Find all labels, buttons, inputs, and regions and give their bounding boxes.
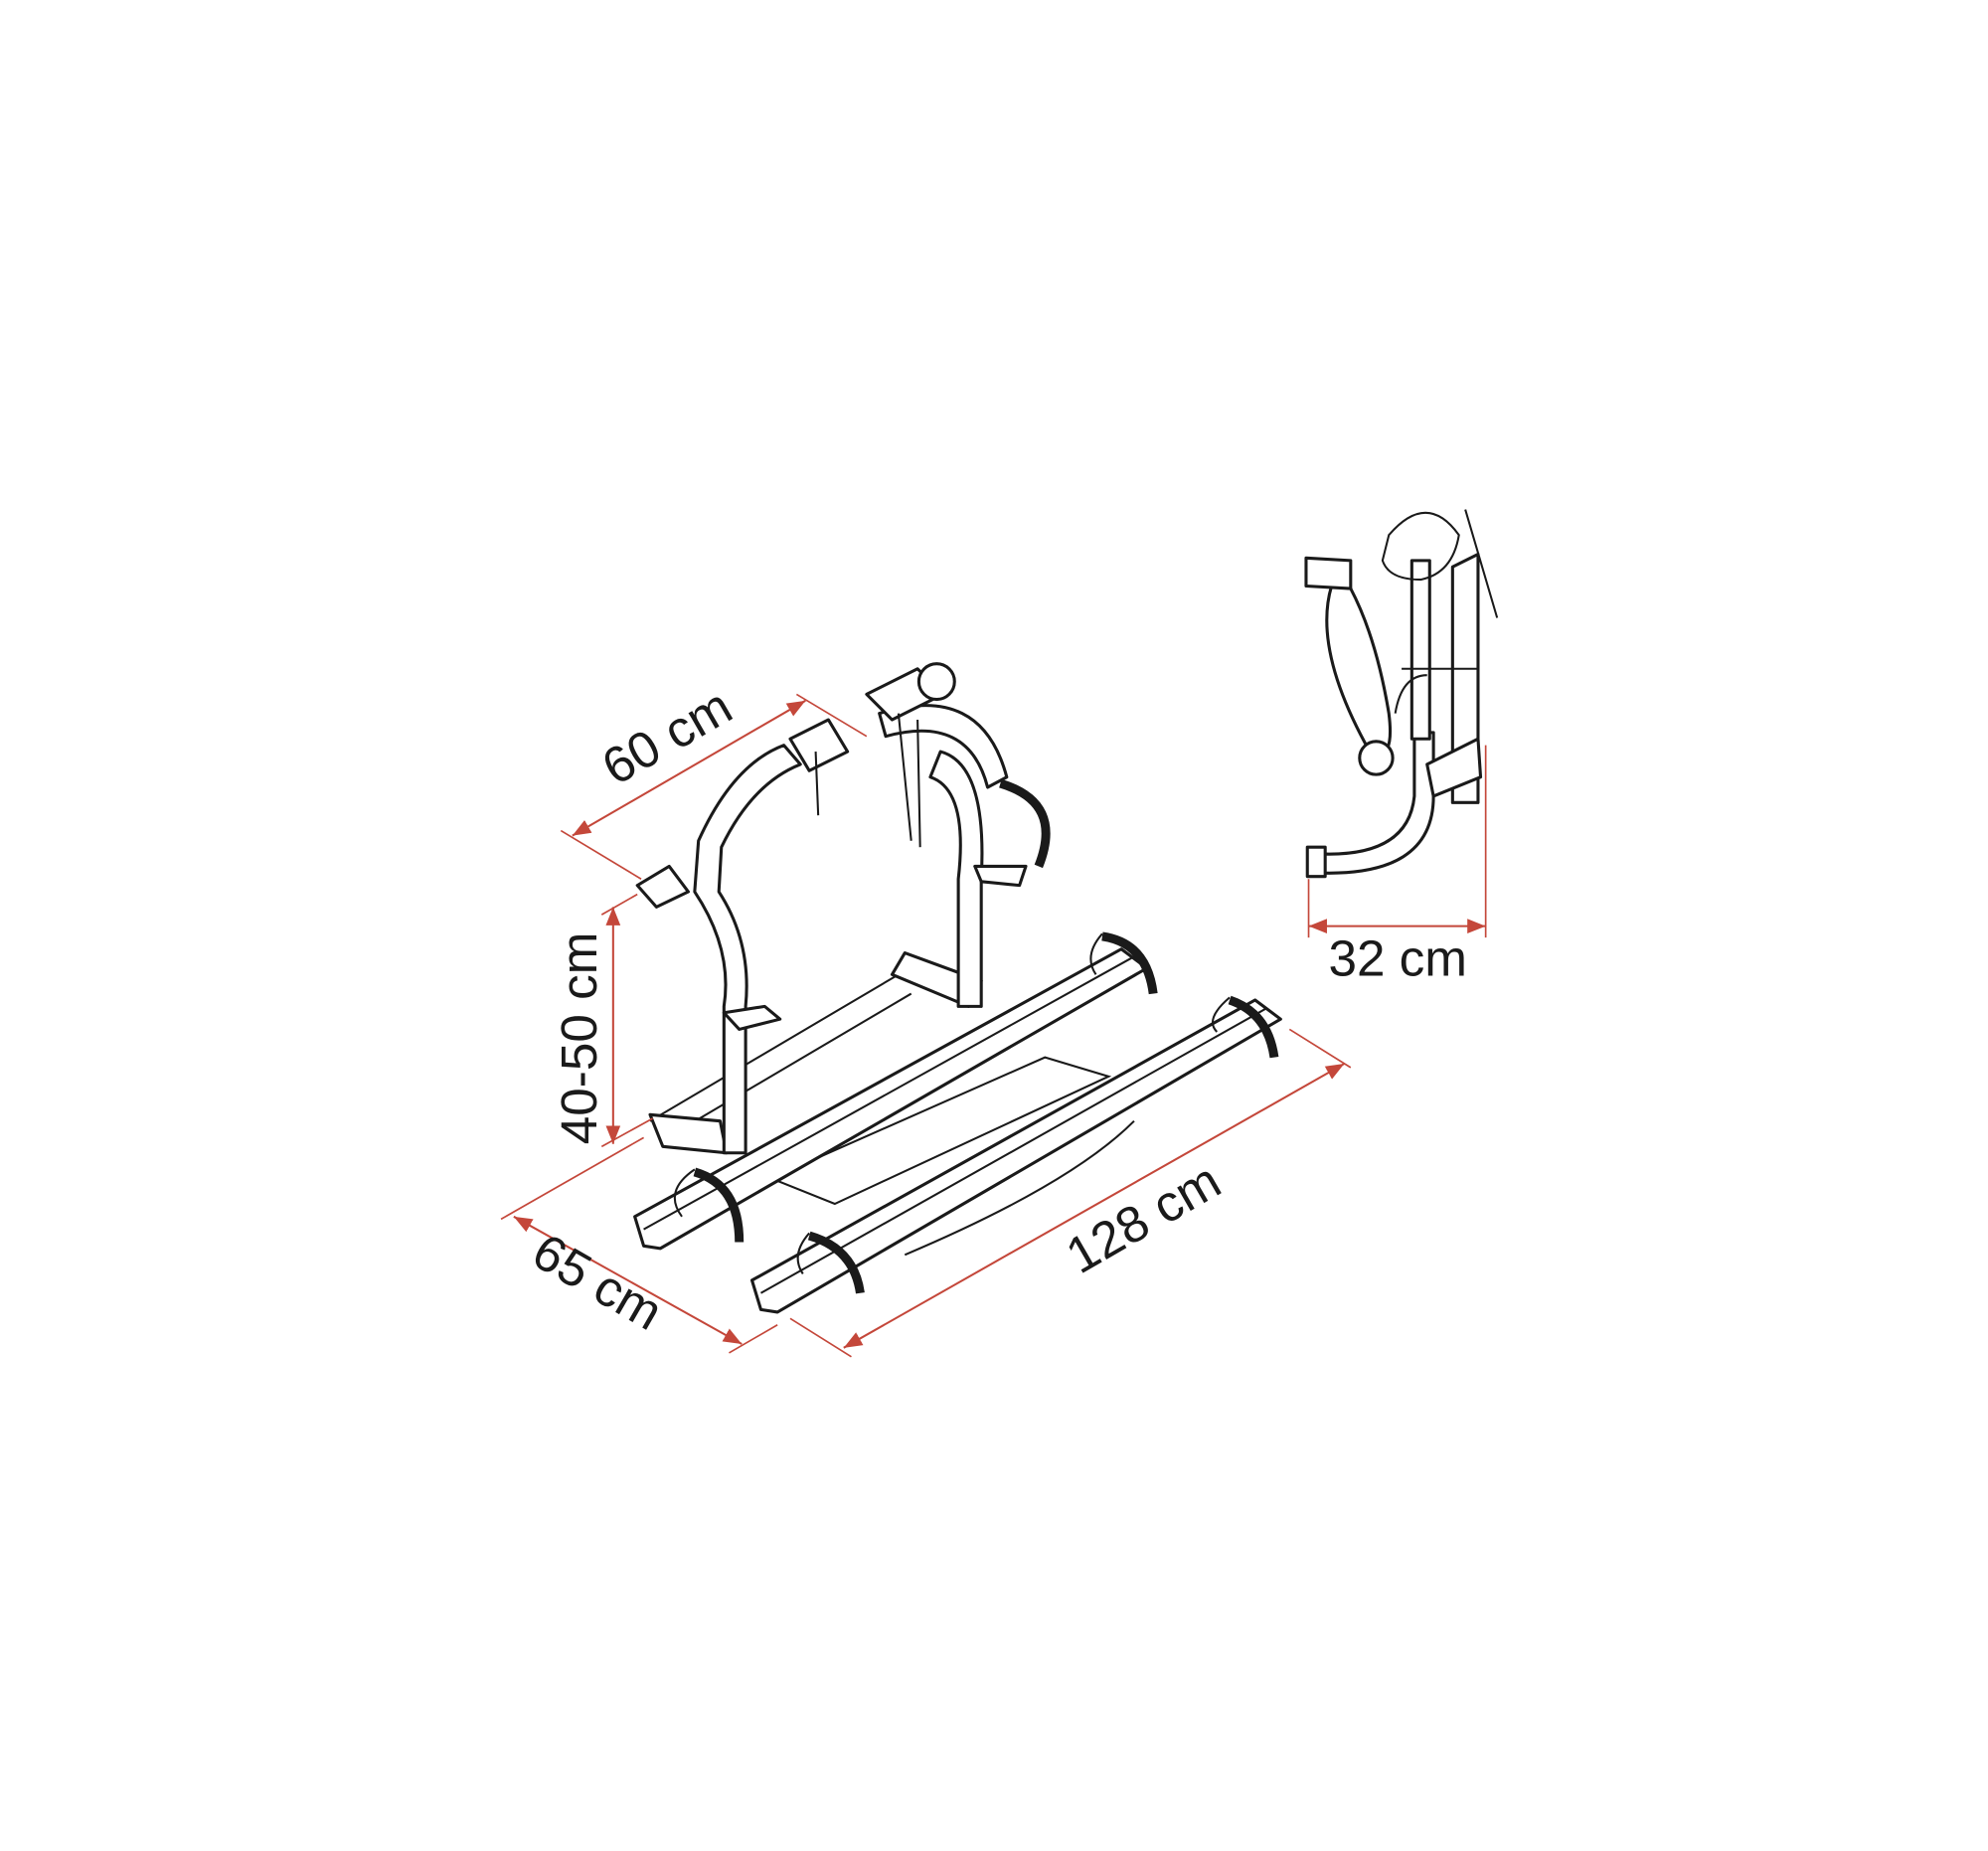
dimension-height: 40-50 cm xyxy=(551,893,653,1148)
dimension-label-60cm: 60 cm xyxy=(592,677,741,795)
dimension-label-32cm: 32 cm xyxy=(1328,930,1467,987)
dimension-folded-depth: 32 cm xyxy=(1307,745,1487,987)
dimension-length: 128 cm xyxy=(789,1028,1352,1358)
dimension-label-128cm: 128 cm xyxy=(1057,1152,1230,1284)
dimension-label-40-50cm: 40-50 cm xyxy=(551,932,607,1145)
bike-rack-folded-view xyxy=(1304,509,1499,879)
